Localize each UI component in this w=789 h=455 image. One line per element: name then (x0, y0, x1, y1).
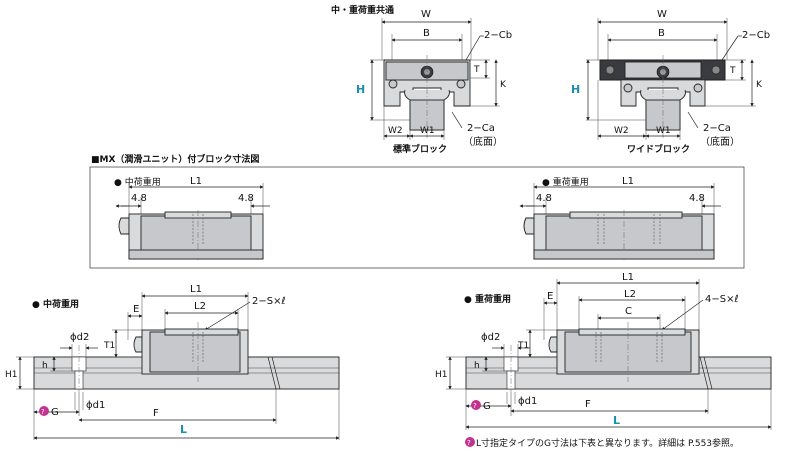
bottom-heavy-T1: T1 (517, 341, 529, 351)
bottom-medium-L2: L2 (194, 301, 206, 312)
bottom-medium-h: h (42, 361, 48, 371)
bottom-medium-F: F (153, 408, 159, 419)
mx-medium-label: ● 中荷重用 (114, 176, 161, 188)
mx-section: ■MX（潤滑ユニット）付ブロック寸法図 ● 中荷重用 L1 4.8 4.8 ● … (89, 153, 745, 269)
bottom-heavy-F: F (585, 399, 591, 410)
mx-heavy-L1: L1 (622, 176, 634, 187)
mx-medium-left: 4.8 (131, 193, 147, 204)
dim-W-wide: W (657, 9, 667, 20)
dim-W1-wide: W1 (656, 126, 671, 136)
bottom-heavy-H1: H1 (435, 370, 448, 380)
bottom-heavy-E: E (547, 291, 553, 302)
dim-K-wide: K (756, 80, 763, 90)
bottom-heavy-C: C (625, 306, 632, 317)
dim-T-wide: T (729, 66, 736, 76)
badge-glyph: ? (41, 408, 45, 416)
standard-block-front-view: 中・重荷重共通 W B 2−Cb T K (331, 4, 512, 155)
dim-B: B (423, 28, 430, 39)
dim-W2: W2 (388, 126, 403, 136)
bottom-medium-S: 2−S×ℓ (252, 296, 286, 307)
bottom-heavy-phid1: ϕd1 (518, 396, 537, 407)
bottom-medium-label: ● 中荷重用 (32, 298, 79, 310)
mx-title: ■MX（潤滑ユニット）付ブロック寸法図 (91, 153, 259, 165)
bottom-heavy-phid2: ϕd2 (481, 332, 500, 343)
bottom-medium-E: E (133, 304, 139, 315)
bottom-heavy-label: ● 重荷重用 (464, 293, 511, 305)
bottom-heavy-S: 4−S×ℓ (705, 294, 739, 305)
footnote-badge-glyph: ? (467, 439, 471, 447)
bottom-medium-G: G (51, 407, 59, 418)
dim-Ca-wide: 2−Ca (703, 123, 731, 134)
footnote: L寸指定タイプのG寸法は下表と異なります。詳細は P.553参照。 (476, 437, 739, 449)
bottom-heavy-G: G (483, 401, 491, 412)
dim-B-wide: B (658, 28, 665, 39)
dim-W1: W1 (420, 126, 435, 136)
bottom-heavy-L1: L1 (622, 272, 634, 283)
dim-T: T (473, 65, 480, 75)
mx-frame (89, 166, 745, 269)
bottom-heavy-h: h (474, 361, 480, 371)
dim-H-wide: H (571, 83, 580, 96)
badge-icon (39, 406, 49, 416)
wide-block-caption: ワイドブロック (627, 143, 690, 155)
mx-heavy-right: 4.8 (689, 193, 705, 204)
bottom-medium-L1: L1 (190, 284, 202, 295)
bottom-heavy-L2: L2 (624, 289, 636, 300)
bottom-medium-side-view: ● 中荷重用 L1 L2 E 2−S×ℓ (5, 284, 340, 440)
dim-K: K (500, 80, 507, 90)
wide-block-front-view: W B 2−Cb T K H W2 (571, 9, 770, 155)
mx-heavy-left: 4.8 (536, 193, 552, 204)
bottom-heavy-side-view: ● 重荷重用 L1 L2 C E 4−S×ℓ (435, 272, 772, 430)
footnote-badge-icon (465, 437, 475, 447)
bottom-heavy-L: L (613, 414, 620, 427)
dim-Cb-wide: 2−Cb (742, 30, 770, 41)
bottom-medium-L: L (180, 423, 187, 436)
dim-W: W (421, 9, 431, 20)
dim-H: H (356, 83, 365, 96)
bottom-medium-H1: H1 (5, 370, 18, 380)
dim-W2-wide: W2 (614, 126, 629, 136)
bottom-medium-T1: T1 (103, 341, 115, 351)
bottom-note-wide: （底面） (700, 135, 740, 148)
dim-Ca: 2−Ca (467, 123, 495, 134)
dim-Cb: 2−Cb (484, 30, 512, 41)
bottom-medium-phid2: ϕd2 (70, 332, 89, 343)
badge-glyph: ? (473, 402, 477, 410)
mx-medium-L1: L1 (190, 176, 202, 187)
mx-heavy-label: ● 重荷重用 (542, 176, 589, 188)
common-label: 中・重荷重共通 (331, 4, 394, 16)
standard-block-caption: 標準ブロック (393, 143, 447, 155)
bottom-medium-phid1: ϕd1 (86, 400, 105, 411)
mx-medium-right: 4.8 (238, 193, 254, 204)
bottom-note: （底面） (463, 135, 503, 148)
badge-icon (471, 400, 481, 410)
